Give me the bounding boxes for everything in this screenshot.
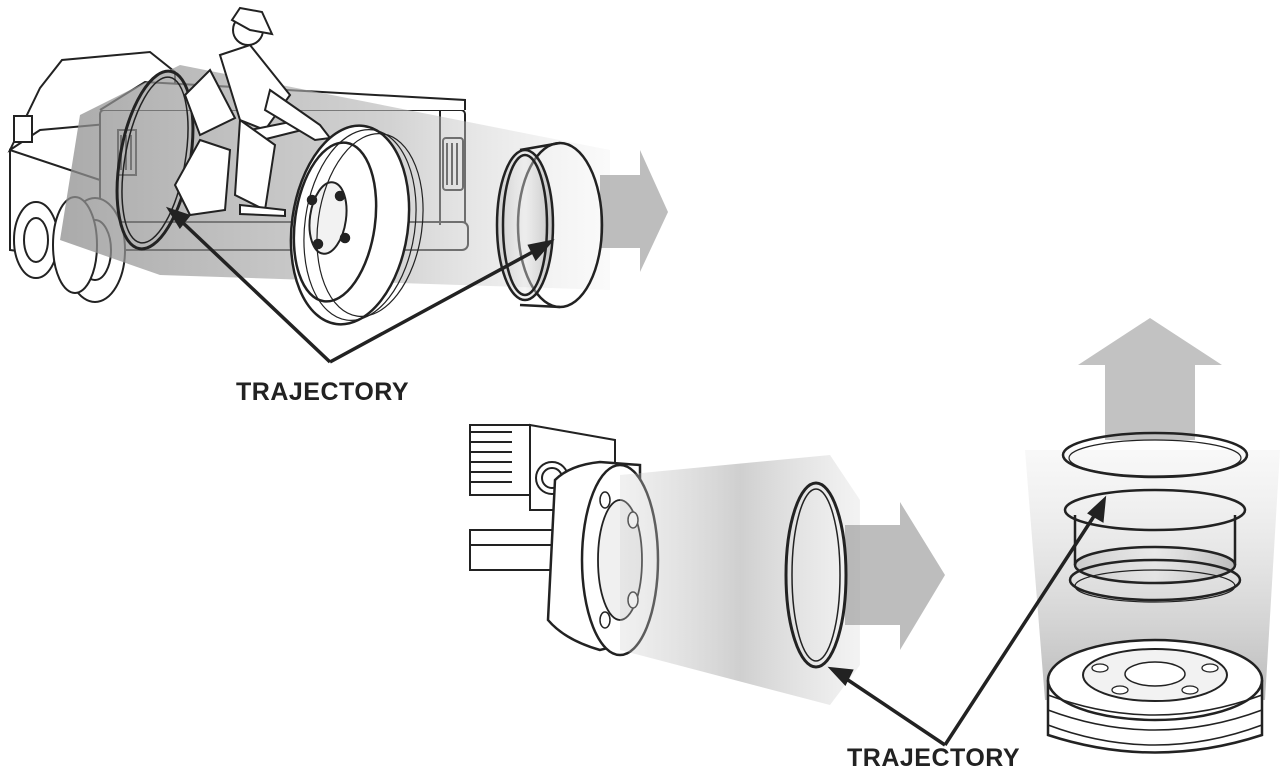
truck-axle-scene xyxy=(469,318,1280,754)
technician-figure xyxy=(173,6,332,218)
pointer-arrows-top xyxy=(165,206,555,364)
tire-stack-right xyxy=(1046,638,1264,754)
lock-ring-middle xyxy=(784,481,848,669)
trajectory-arrow-top-icon xyxy=(600,150,668,272)
pointer-arrows-bottom xyxy=(827,495,1107,747)
trajectory-cone-middle xyxy=(620,455,860,705)
pickup-truck-scene xyxy=(7,6,668,364)
trajectory-arrow-up-icon xyxy=(1078,318,1222,440)
rim-stack-right xyxy=(1061,431,1249,603)
trajectory-label-bottom: TRAJECTORY xyxy=(847,744,1021,772)
trajectory-arrow-middle-icon xyxy=(845,502,945,650)
trajectory-label-top: TRAJECTORY xyxy=(236,378,410,406)
tire-wheel-top xyxy=(289,124,424,326)
